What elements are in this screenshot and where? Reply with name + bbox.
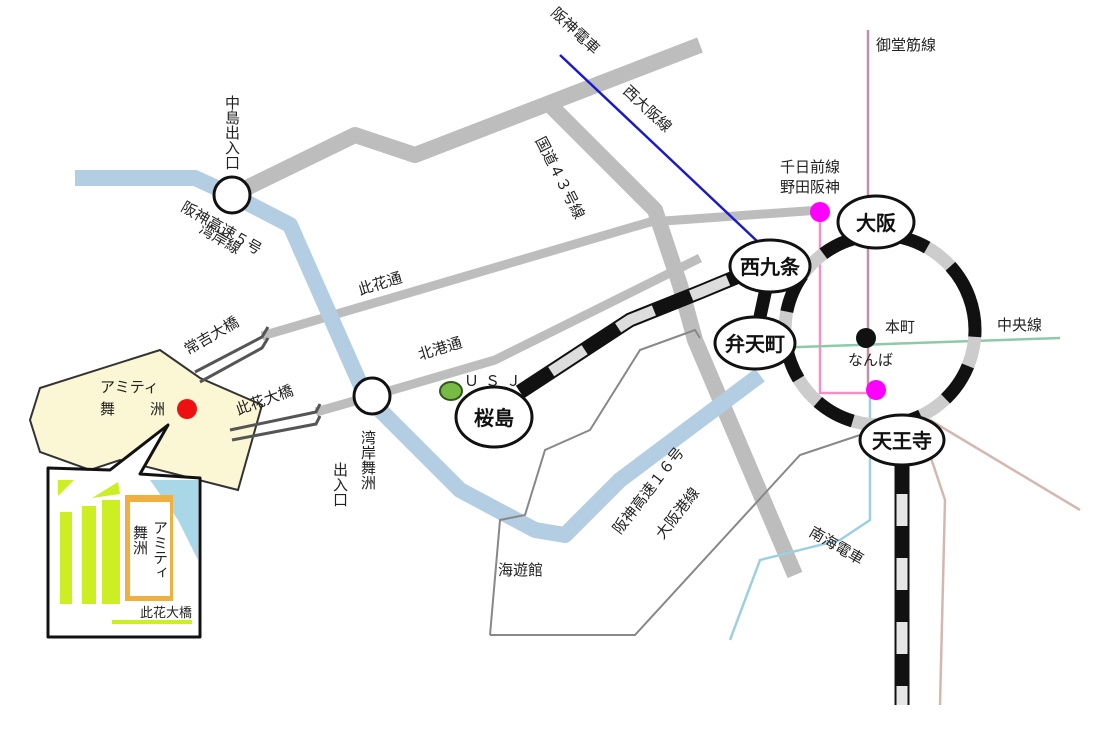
station-bentencho[interactable]: 弁天町 [713,315,797,371]
station-tennoji-label: 天王寺 [872,429,932,453]
kintetsu-line [928,454,947,706]
nankai-line [728,393,872,641]
station-osaka[interactable]: 大阪 [836,194,916,250]
nakajima-interchange[interactable] [212,175,252,215]
station-namba-label: なんば [848,351,893,369]
transfer-namba-marker[interactable] [866,380,886,400]
kaiyukan-label: 海遊館 [498,561,543,579]
station-osaka-label: 大阪 [856,211,897,235]
inset-venue-name: アミティ [151,520,169,580]
sennichimae-label: 千日前線 [780,158,840,176]
inset-bridge-label: 此花大橋 [140,605,192,621]
route-43-road [539,94,803,579]
station-tennoji[interactable]: 天王寺 [858,413,946,467]
road-network [228,37,821,579]
waterfront-outline [489,328,701,636]
venue-name-label: アミティ [100,378,159,396]
hanshin-5-road [228,37,703,203]
yumesaki-line [515,258,768,399]
osaka-kowan-label: 大阪港線 [652,484,703,542]
maishima-island [28,348,264,492]
station-hommachi-marker[interactable] [856,328,876,348]
station-nishikujo[interactable]: 西九条 [728,238,812,294]
inset-callout [46,423,202,639]
chuo-label: 中央線 [997,316,1042,334]
station-nishikujo-label: 西九条 [740,255,801,279]
station-hommachi-label: 本町 [885,318,915,336]
usj-label: ＵＳＪ [464,372,527,390]
nishiosaka-sen-label: 西大阪線 [619,82,675,136]
konohana-bridge [229,403,322,442]
tsuneyoshi-bridge [194,326,270,384]
wangan-maishima-label: 湾岸舞洲 [359,430,377,490]
transfer-noda-marker[interactable] [810,202,830,222]
deiriguchi-label: 出入口 [331,462,349,507]
inset-venue-area: 舞洲 [131,525,149,555]
station-bentencho-label: 弁天町 [725,332,785,356]
usj-marker[interactable] [439,381,463,401]
chuo-line [769,336,1061,350]
venue-marker[interactable] [177,399,197,419]
wangan-maishima-interchange[interactable] [352,376,392,416]
sennichimae-line [818,212,880,395]
hanshin-densha-label: 阪神電車 [547,4,603,58]
venue-area-1: 舞 [100,400,115,418]
station-sakurajima-label: 桜島 [474,406,514,430]
noda-hanshin-label: 野田阪神 [780,178,840,196]
nakajima-exit-label: 中島出入口 [223,95,241,170]
route43-label: 国道４３号線 [531,134,588,222]
konohana-ohashi-label: 此花大橋 [233,381,296,418]
venue-area-2: 洲 [150,400,165,418]
midosuji-label: 御堂筋線 [876,36,936,54]
hanshin-line [559,54,759,243]
kaiyukan-block [490,434,861,636]
hanwa-line [929,418,1081,512]
station-sakurajima[interactable]: 桜島 [454,385,534,449]
konohana-dori-road [260,205,821,341]
hokko-dori-label: 北港通 [416,333,464,363]
